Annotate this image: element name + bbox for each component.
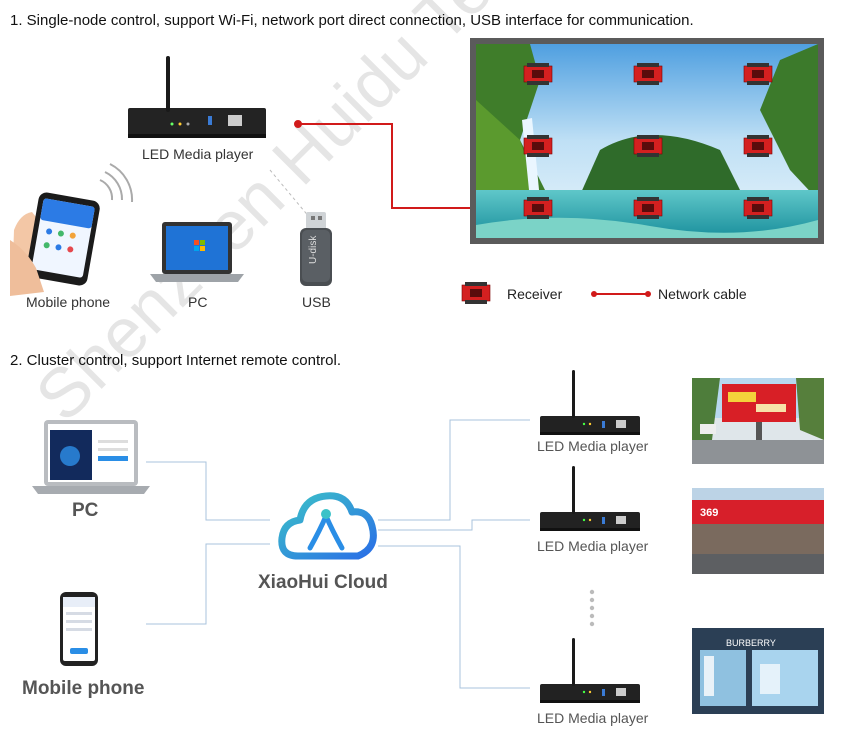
mobile-phone-icon — [10, 192, 100, 296]
mobile-phone-label: Mobile phone — [26, 294, 111, 310]
more-players-ellipsis — [589, 589, 595, 627]
led-media-player-1 — [128, 56, 266, 138]
cluster-pc-laptop-icon — [32, 420, 150, 494]
cluster-pc-label: PC — [72, 500, 99, 521]
cluster-player-3-label: LED Media player — [537, 710, 649, 726]
cluster-player-1 — [540, 370, 640, 435]
legend-cable-label: Network cable — [658, 286, 747, 302]
cluster-player-1-label: LED Media player — [537, 438, 649, 454]
pc-laptop-icon — [150, 222, 244, 282]
photo3-sign-text: BURBERRY — [726, 638, 776, 648]
photo2-sign-text: 369 — [700, 507, 718, 519]
usb-drive-icon — [300, 212, 332, 286]
photo-outdoor-billboard — [692, 378, 824, 464]
legend-receiver-icon — [461, 281, 491, 305]
photo-storefront-sign — [692, 488, 824, 574]
section1-heading: 1. Single-node control, support Wi-Fi, n… — [10, 12, 694, 29]
cluster-player-3 — [540, 638, 640, 703]
cluster-mobile-phone-icon — [60, 592, 98, 666]
cloud-links — [146, 419, 530, 689]
wifi-icon — [99, 163, 134, 203]
player-label: LED Media player — [142, 146, 254, 162]
xiaohui-cloud-icon — [278, 492, 377, 560]
legend-receiver-label: Receiver — [507, 286, 563, 302]
cluster-player-2-label: LED Media player — [537, 538, 649, 554]
photo-shop-window — [692, 628, 824, 714]
cloud-label: XiaoHui Cloud — [258, 572, 388, 593]
cluster-player-2 — [540, 466, 640, 531]
cluster-mobile-label: Mobile phone — [22, 678, 145, 699]
legend-cable-icon — [591, 291, 651, 297]
pc-label: PC — [188, 294, 208, 310]
usb-label: USB — [302, 294, 331, 310]
section2-heading: 2. Cluster control, support Internet rem… — [10, 352, 341, 369]
usb-disk-text: U-disk — [308, 235, 319, 264]
